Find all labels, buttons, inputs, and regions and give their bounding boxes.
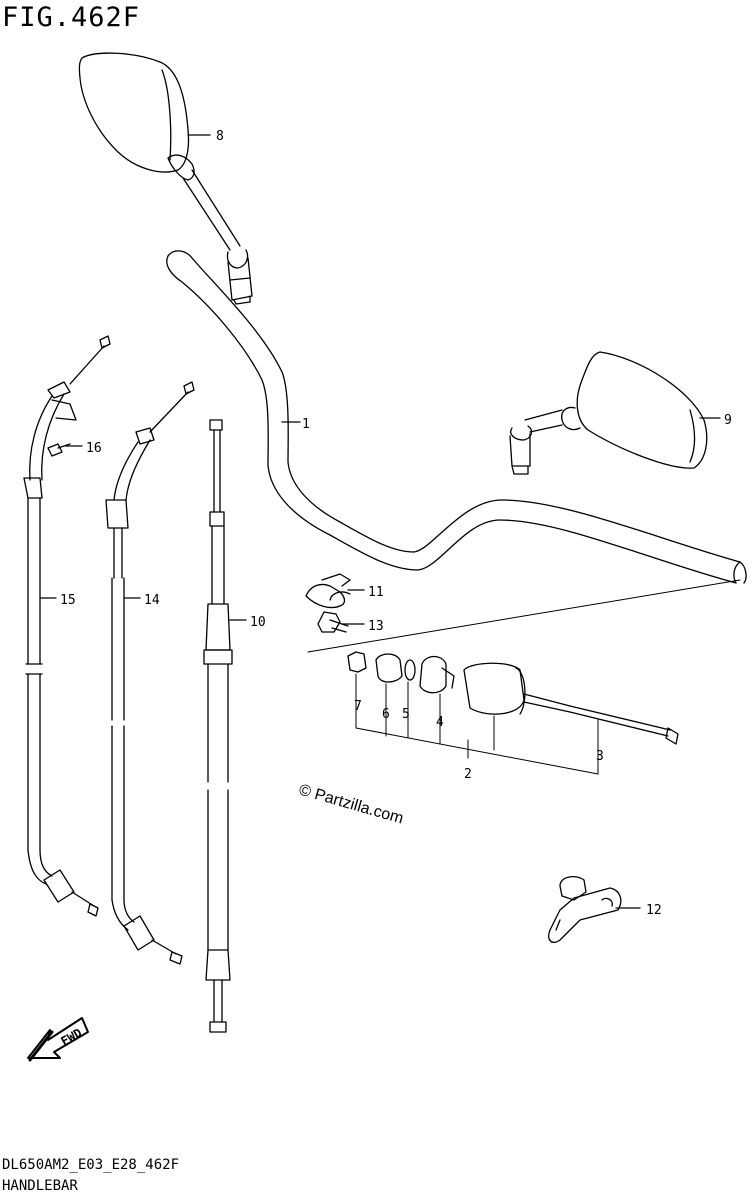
assembly-line (307, 579, 741, 653)
cable-10[interactable] (203, 419, 233, 1033)
figure-name: HANDLEBAR (2, 1178, 78, 1194)
cable-14[interactable] (105, 381, 195, 965)
fwd-arrow (27, 1017, 89, 1062)
callout-16: 16 (86, 441, 102, 456)
callout-14: 14 (144, 593, 160, 608)
bracket-12[interactable] (548, 875, 622, 944)
callout-15: 15 (60, 593, 76, 608)
callout-5: 5 (402, 707, 410, 722)
callout-2: 2 (464, 767, 472, 782)
callout-7: 7 (354, 699, 362, 714)
callout-8: 8 (216, 129, 224, 144)
callout-6: 6 (382, 707, 390, 722)
callout-1: 1 (302, 417, 310, 432)
screw-16[interactable] (47, 443, 71, 457)
cable-15[interactable] (23, 335, 111, 917)
handlebar[interactable] (166, 250, 747, 584)
callout-13: 13 (368, 619, 384, 634)
group-bracket (355, 673, 599, 775)
callout-11: 11 (368, 585, 384, 600)
callout-3: 3 (596, 749, 604, 764)
bolt-13[interactable] (317, 611, 349, 633)
watermark: © Partzilla.com (297, 782, 405, 828)
bar-end-assembly[interactable] (347, 651, 679, 745)
figure-code: DL650AM2_E03_E28_462F (2, 1157, 180, 1173)
figure-title: FIG.462F (2, 2, 141, 33)
callout-10: 10 (250, 615, 266, 630)
callout-4: 4 (436, 715, 444, 730)
callout-12: 12 (646, 903, 662, 918)
mirror-left[interactable] (78, 52, 253, 305)
mirror-right[interactable] (509, 351, 708, 475)
clamp-clip[interactable] (305, 573, 351, 609)
callout-9: 9 (724, 413, 732, 428)
